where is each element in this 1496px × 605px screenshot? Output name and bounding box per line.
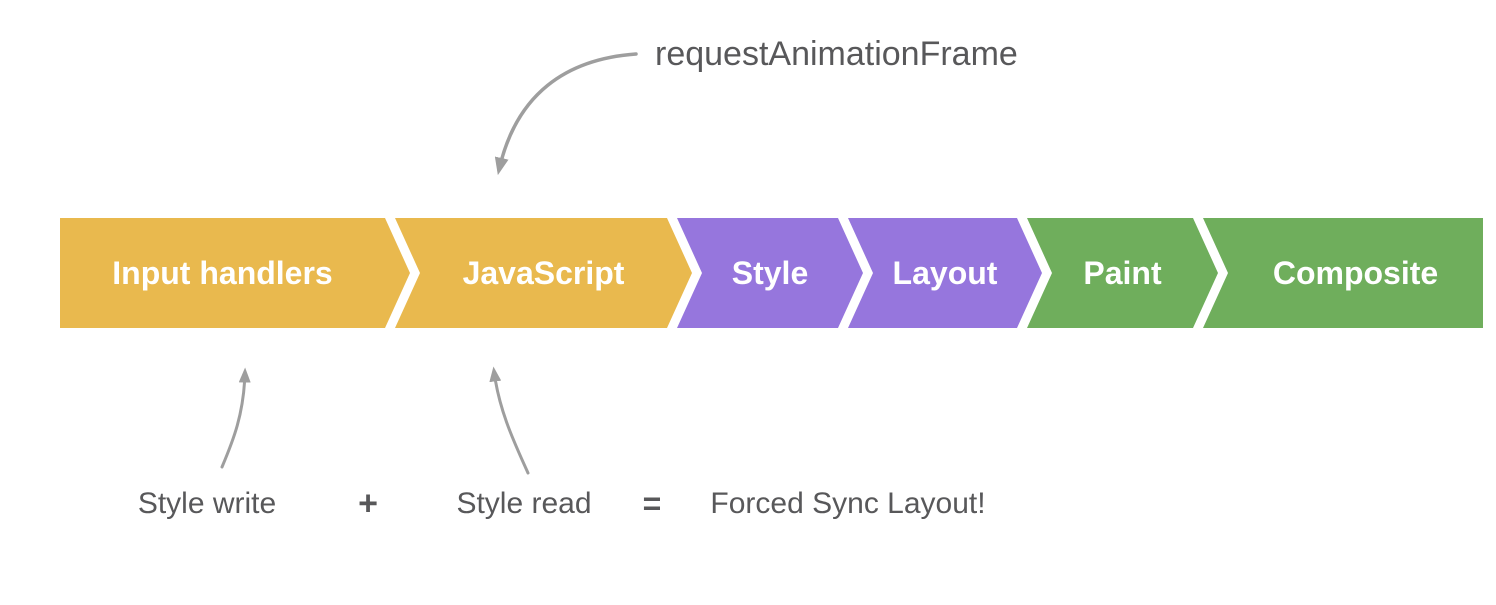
segment-label: Composite [1272, 254, 1439, 291]
equation-plus-sign: + [358, 484, 378, 523]
pipeline-segment-input-handlers: Input handlers [60, 218, 410, 328]
segment-label: Paint [1083, 254, 1162, 291]
equation-result: Forced Sync Layout! [710, 487, 986, 520]
pipeline-bar: Input handlers JavaScript Style Layout P… [60, 218, 1483, 328]
pipeline-segment-composite: Composite [1203, 218, 1483, 328]
style-read-arrow-icon [489, 366, 530, 475]
pipeline-segment-paint: Paint [1027, 218, 1218, 328]
style-write-arrow-icon [220, 367, 251, 469]
segment-label: Style [731, 254, 809, 291]
raf-label: requestAnimationFrame [655, 35, 1018, 73]
equation-style-read: Style read [456, 487, 592, 520]
pipeline-segment-javascript: JavaScript [395, 218, 692, 328]
pipeline-segment-layout: Layout [848, 218, 1042, 328]
pipeline-segment-style: Style [677, 218, 863, 328]
equation-equals-sign: = [642, 485, 662, 522]
equation-style-write: Style write [137, 487, 277, 520]
segment-label: JavaScript [462, 254, 625, 291]
raf-curved-arrow-icon [494, 52, 638, 176]
segment-label: Layout [892, 254, 998, 291]
segment-label: Input handlers [112, 254, 333, 291]
